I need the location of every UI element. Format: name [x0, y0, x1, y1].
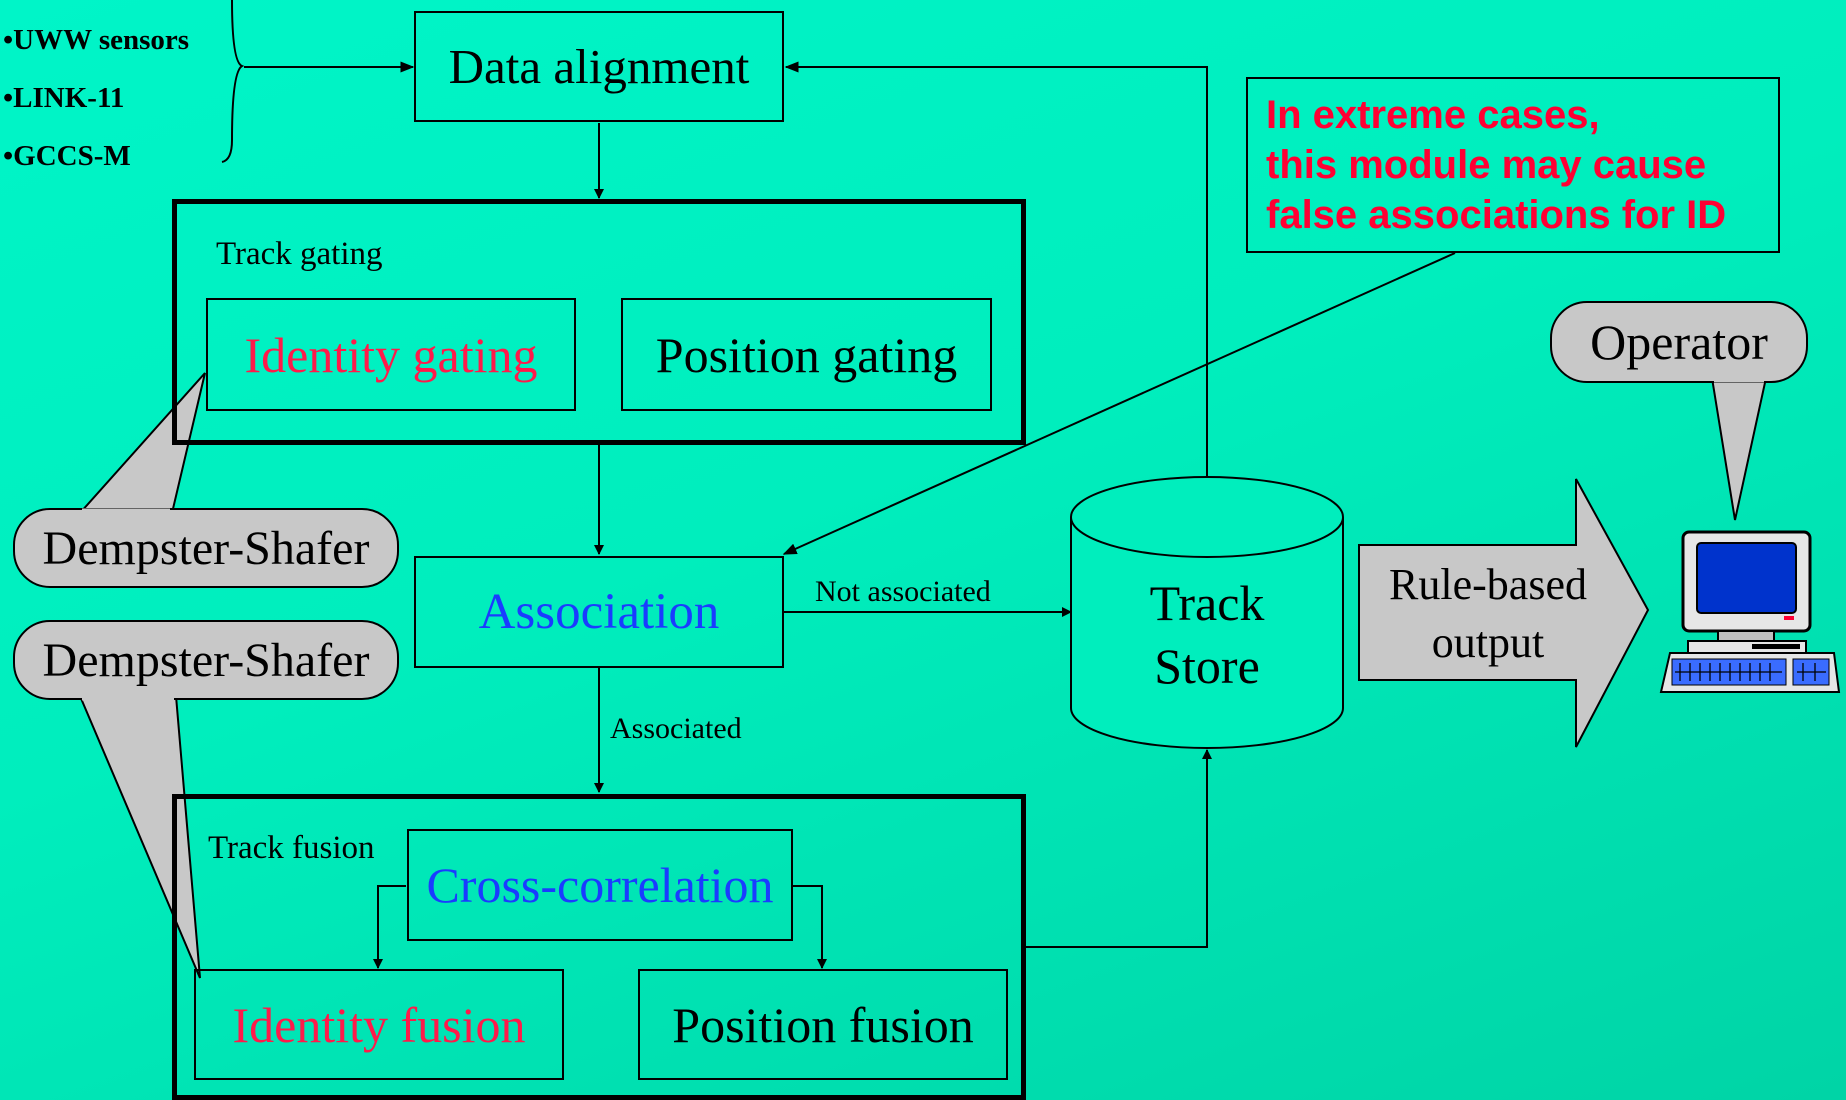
track-store-label: Track Store — [1071, 572, 1343, 698]
identity-gating-box: Identity gating — [206, 298, 576, 411]
warning-note-line2: this module may cause — [1266, 143, 1707, 187]
operator-callout: Operator — [1590, 314, 1768, 370]
dempster-shafer-callout-2: Dempster-Shafer — [42, 633, 370, 687]
track-gating-group — [172, 199, 1026, 445]
source-item-gccsm: •GCCS-M — [3, 140, 131, 172]
sources-brace — [221, 0, 245, 163]
cross-correlation-box: Cross-correlation — [407, 829, 793, 941]
track-store-line1: Track — [1149, 575, 1265, 631]
dempster-shafer-callout-2-shape — [13, 620, 399, 979]
source-item-link11: •LINK-11 — [3, 82, 125, 114]
source-item-uww: •UWW sensors — [3, 24, 190, 56]
rule-based-output-arrow — [1358, 478, 1650, 748]
track-store-cylinder — [1070, 476, 1344, 749]
identity-fusion-label: Identity fusion — [232, 996, 526, 1053]
track-fusion-group — [172, 794, 1026, 1100]
rule-based-output-line1: Rule-based — [1389, 560, 1587, 609]
note-to-association-arrow — [782, 252, 1456, 555]
warning-note-text: In extreme cases, this module may cause … — [1266, 90, 1726, 240]
track-fusion-title: Track fusion — [208, 830, 375, 866]
not-associated-label: Not associated — [815, 575, 991, 608]
data-alignment-box: Data alignment — [414, 11, 784, 122]
warning-note-line3: false associations for ID — [1266, 193, 1727, 237]
track-gating-title: Track gating — [216, 236, 383, 272]
association-label: Association — [478, 584, 720, 640]
identity-gating-label: Identity gating — [244, 326, 538, 383]
feedback-to-alignment-arrow — [784, 61, 1208, 477]
rule-based-output-label: Rule-based output — [1360, 556, 1616, 672]
operator-callout-shape — [1550, 301, 1808, 521]
associated-label: Associated — [610, 712, 742, 745]
position-gating-label: Position gating — [655, 326, 958, 383]
position-fusion-box: Position fusion — [638, 969, 1008, 1080]
association-box: Association — [414, 556, 784, 668]
rule-based-output-line2: output — [1431, 618, 1545, 667]
dempster-shafer-callout-1: Dempster-Shafer — [42, 521, 370, 575]
track-store-line2: Store — [1154, 638, 1260, 694]
cross-correlation-label: Cross-correlation — [426, 857, 774, 913]
position-gating-box: Position gating — [621, 298, 992, 411]
position-fusion-label: Position fusion — [672, 996, 974, 1053]
warning-note-line1: In extreme cases, — [1266, 93, 1600, 137]
warning-note-box — [1246, 77, 1780, 253]
computer-terminal-icon — [1659, 530, 1841, 693]
identity-fusion-box: Identity fusion — [194, 969, 564, 1080]
crosscorr-to-identity-arrow — [373, 885, 406, 969]
fusion-to-store-arrow — [1024, 749, 1212, 948]
data-alignment-label: Data alignment — [448, 39, 750, 94]
crosscorr-to-position-arrow — [793, 885, 827, 969]
